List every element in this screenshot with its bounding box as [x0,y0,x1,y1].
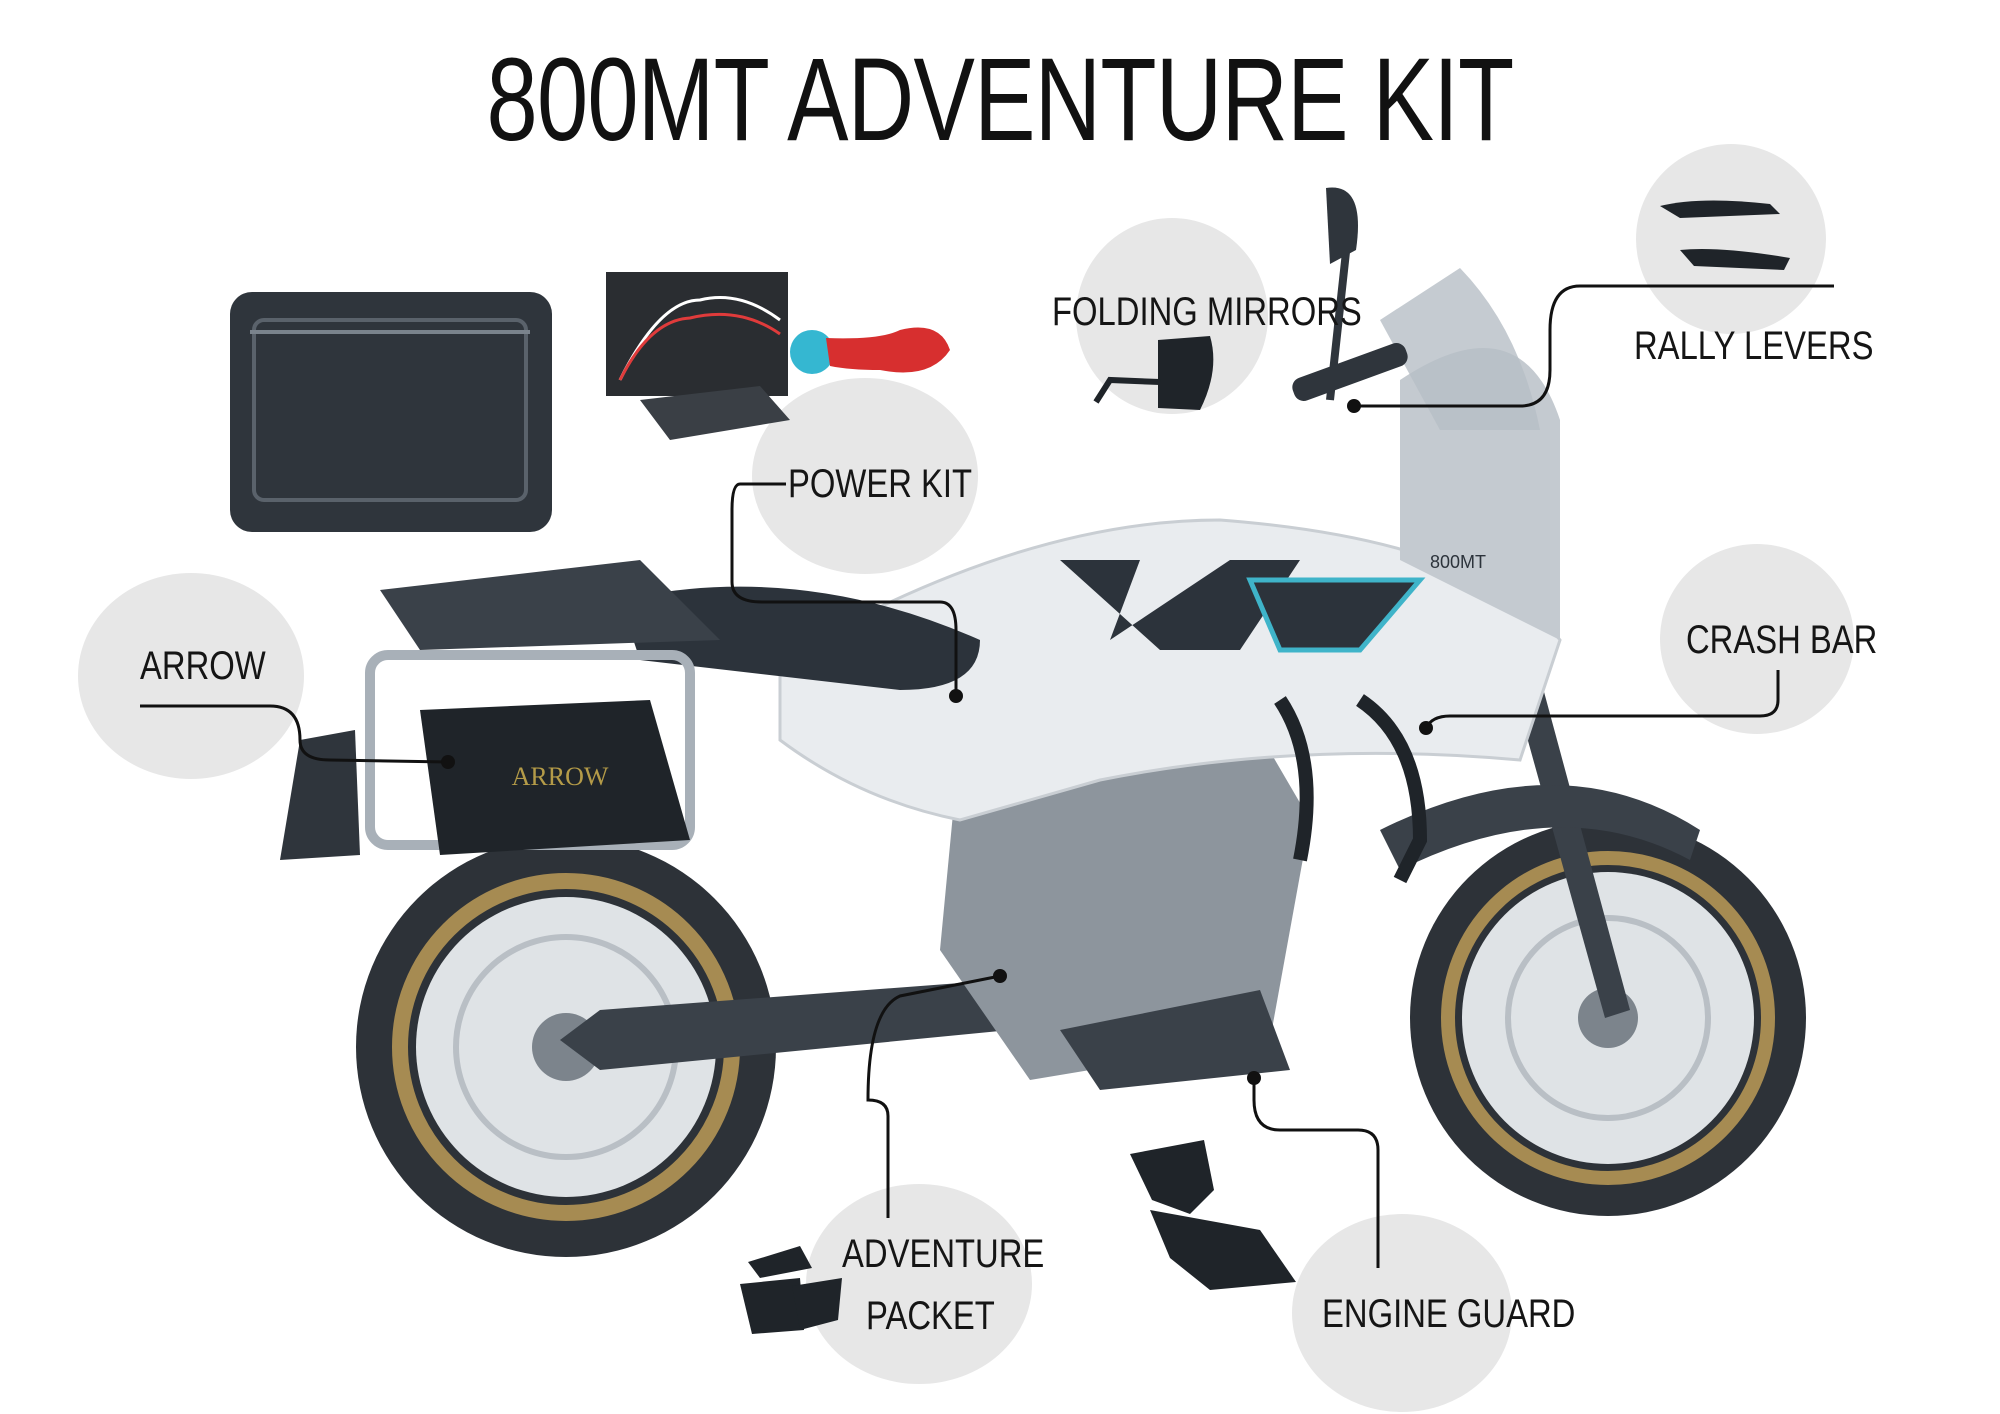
callout-adventure-packet-label-line1: ADVENTURE [842,1232,1045,1276]
bubble-engine-guard [1292,1214,1512,1412]
tank-graphic-accent [1246,577,1426,653]
front-fender [1380,785,1700,870]
bubble-power-kit [752,378,978,574]
callout-adventure-packet-label-line2: PACKET [866,1294,995,1338]
rally-levers-image [1660,200,1790,270]
tank-graphic [1060,560,1300,650]
bubble-arrow [78,573,304,779]
handlebar [1292,343,1408,401]
exhaust-brand-text: ARROW [512,762,609,791]
seat [620,586,980,690]
callout-power-kit-label: POWER KIT [788,462,973,506]
leader-engine-guard [1252,1078,1380,1268]
swingarm [560,980,1010,1070]
callout-arrow-label: ARROW [140,644,266,688]
license-plate-bracket [280,730,360,860]
front-fork [1500,640,1630,1018]
leader-adventure-packet [866,974,1001,1218]
windscreen [1380,268,1540,430]
leader-crash-bar [1424,670,1780,729]
model-badge: 800MT [1430,552,1486,572]
page-title: 800MT ADVENTURE KIT [486,34,1515,166]
callout-rally-levers-label: RALLY LEVERS [1634,324,1874,368]
bubble-rally-levers [1636,144,1826,334]
top-case [230,292,552,532]
callout-folding-mirrors-label: FOLDING MIRRORS [1052,290,1362,334]
folding-mirror-image [1093,336,1214,410]
power-kit-image [606,272,950,440]
callout-engine-guard-label: ENGINE GUARD [1322,1292,1576,1336]
leader-rally-levers [1354,284,1834,408]
arrow-exhaust: ARROW [420,700,690,855]
front-wheel [1410,820,1806,1216]
leader-arrow [140,704,449,764]
bubble-adventure-packet [806,1184,1032,1384]
crash-bar [1274,694,1428,884]
adventure-packet-image [740,1246,842,1334]
tail-section [380,560,720,650]
bubble-crash-bar [1660,544,1854,734]
leader-power-kit [730,482,958,696]
mirror-head [1326,187,1358,264]
engine-guard-image [1130,1140,1296,1290]
callout-crash-bar-label: CRASH BAR [1686,618,1878,662]
skid-plate [1060,990,1290,1090]
rear-wheel [356,837,776,1257]
